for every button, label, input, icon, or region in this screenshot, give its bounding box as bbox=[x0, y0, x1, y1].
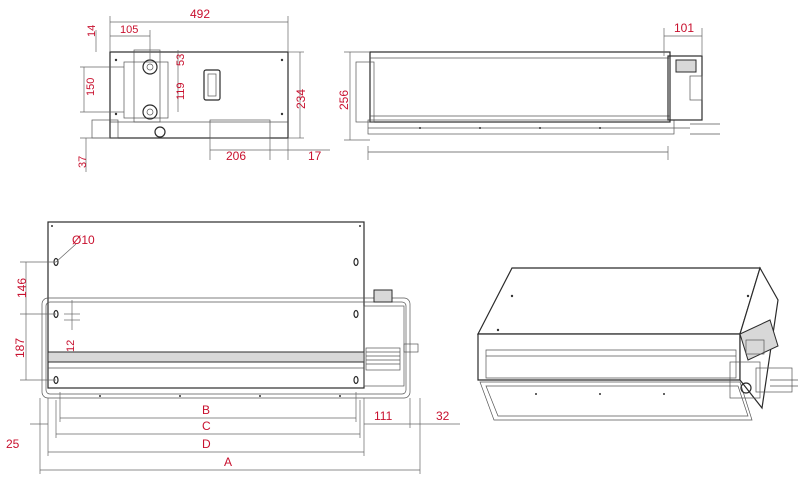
front-side-offset-dim: 17 bbox=[308, 149, 322, 163]
plan-hole-spacing-bottom-dim: 187 bbox=[13, 338, 27, 358]
front-top-offset-dim: 14 bbox=[86, 25, 98, 37]
front-inlet-spacing-dim: 53 bbox=[175, 54, 187, 66]
plan-dim-a: A bbox=[224, 455, 232, 469]
side-box-depth-dim: 101 bbox=[674, 21, 694, 35]
plan-view: Ø10 146 187 12 B C D A 25 111 bbox=[6, 221, 460, 474]
front-height-dim: 234 bbox=[294, 89, 308, 109]
plan-left-offset-dim: 25 bbox=[6, 437, 20, 451]
side-view: 256 101 bbox=[337, 21, 720, 160]
isometric-view bbox=[477, 266, 798, 421]
plan-dim-d: D bbox=[202, 437, 211, 451]
plan-pipe-length-dim: 32 bbox=[436, 409, 450, 423]
plan-hole-spacing-top-dim: 146 bbox=[15, 278, 29, 298]
front-outlet-spacing-dim: 119 bbox=[175, 82, 187, 100]
plan-dim-b: B bbox=[202, 403, 210, 417]
front-drain-width-dim: 206 bbox=[226, 149, 246, 163]
side-height-dim: 256 bbox=[337, 90, 351, 110]
front-inlet-height-dim: 150 bbox=[85, 78, 97, 96]
plan-box-length-dim: 111 bbox=[374, 409, 393, 423]
plan-slot-width-dim: 12 bbox=[65, 340, 77, 352]
front-bottom-offset-dim: 37 bbox=[77, 156, 89, 168]
front-width-dim: 492 bbox=[190, 7, 210, 21]
plan-dim-c: C bbox=[202, 419, 211, 433]
plan-hole-diameter-dim: Ø10 bbox=[72, 233, 95, 247]
front-inlet-offset-dim: 105 bbox=[120, 24, 138, 36]
front-view: 492 105 14 53 119 150 234 37 206 17 bbox=[77, 7, 330, 172]
